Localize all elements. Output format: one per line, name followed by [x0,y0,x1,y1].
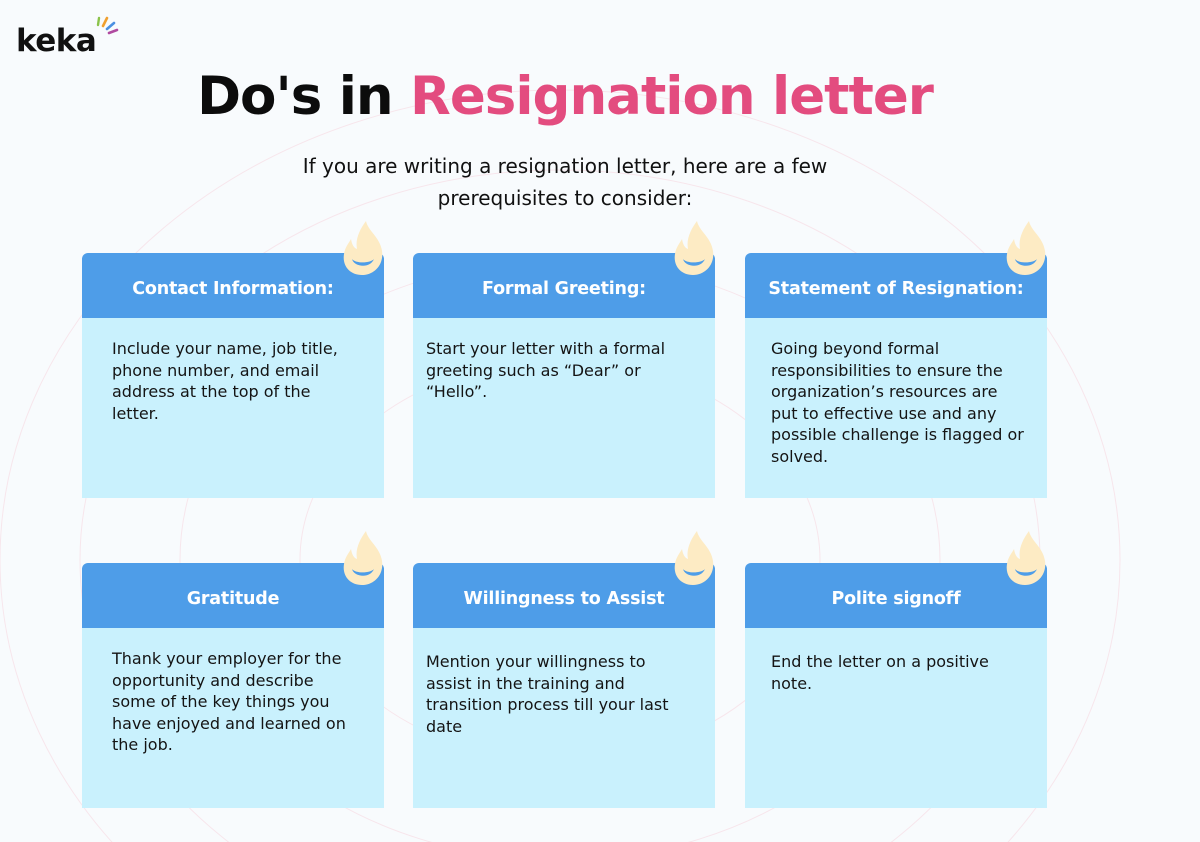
card-title: Willingness to Assist [413,563,715,628]
card-description: End the letter on a positive note. [745,628,1047,808]
card-title: Formal Greeting: [413,253,715,318]
page-title: Do's in Resignation letter [0,62,1130,132]
card-title: Contact Information: [82,253,384,318]
card-description: Going beyond formal responsibilities to … [745,318,1047,498]
keka-logo: keka [16,16,122,59]
subtitle-line-2: prerequisites to consider: [437,186,693,210]
flame-icon [674,221,714,275]
card-gratitude: Gratitude Thank your employer for the op… [82,531,384,808]
flame-icon [343,531,383,585]
card-willingness-to-assist: Willingness to Assist Mention your willi… [413,531,715,808]
flame-icon [1006,531,1046,585]
subtitle-line-1: If you are writing a resignation letter,… [302,154,828,178]
card-polite-signoff: Polite signoff End the letter on a posit… [745,531,1047,808]
logo-rays-icon [97,16,119,35]
card-formal-greeting: Formal Greeting: Start your letter with … [413,221,715,498]
card-description: Start your letter with a formal greeting… [413,318,715,498]
title-part-pink: Resignation letter [410,66,934,127]
flame-icon [343,221,383,275]
card-description: Include your name, job title, phone numb… [82,318,384,498]
card-title: Gratitude [82,563,384,628]
page-subtitle: If you are writing a resignation letter,… [0,150,1130,214]
card-title: Statement of Resignation: [745,253,1047,318]
flame-icon [1006,221,1046,275]
logo-text: keka [16,23,97,59]
title-part-black: Do's in [197,66,411,127]
card-description: Thank your employer for the opportunity … [82,628,384,808]
card-contact-information: Contact Information: Include your name, … [82,221,384,498]
card-description: Mention your willingness to assist in th… [413,628,715,808]
card-title: Polite signoff [745,563,1047,628]
card-statement-of-resignation: Statement of Resignation: Going beyond f… [745,221,1047,498]
flame-icon [674,531,714,585]
